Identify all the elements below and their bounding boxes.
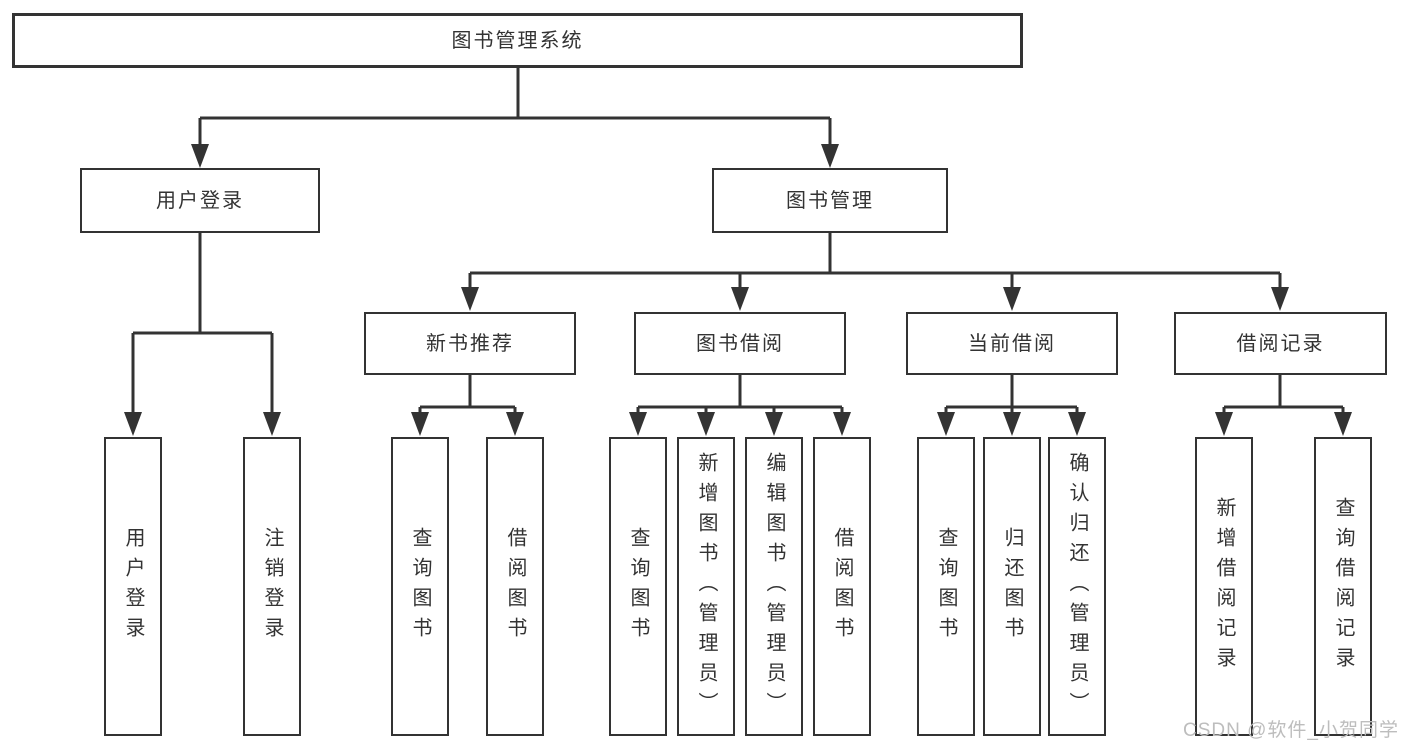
arrowhead xyxy=(461,287,479,311)
node-book-management: 图书管理 xyxy=(712,168,948,233)
connector-current-borrow xyxy=(944,375,1079,416)
arrowhead xyxy=(1334,412,1352,436)
arrowhead xyxy=(506,412,524,436)
leaf-add-borrow-record: 新增借阅记录 xyxy=(1195,437,1253,736)
leaf-borrow-books-recommend: 借阅图书 xyxy=(486,437,544,736)
arrowhead xyxy=(1215,412,1233,436)
arrowhead xyxy=(411,412,429,436)
arrowhead xyxy=(1068,412,1086,436)
arrowhead xyxy=(765,412,783,436)
arrowhead xyxy=(124,412,142,436)
arrowhead xyxy=(697,412,715,436)
arrowhead xyxy=(731,287,749,311)
arrowhead xyxy=(1003,287,1021,311)
node-new-book-recommend: 新书推荐 xyxy=(364,312,576,375)
connector-new-book xyxy=(418,375,517,416)
watermark: CSDN @软件_小贺同学 xyxy=(1183,720,1399,741)
arrowhead xyxy=(629,412,647,436)
connector-user-login xyxy=(131,232,274,415)
node-book-borrow: 图书借阅 xyxy=(634,312,846,375)
node-library-system: 图书管理系统 xyxy=(12,13,1023,68)
leaf-query-books-recommend: 查询图书 xyxy=(391,437,449,736)
node-borrow-records: 借阅记录 xyxy=(1174,312,1387,375)
leaf-query-borrow-record: 查询借阅记录 xyxy=(1314,437,1372,736)
arrowhead xyxy=(1271,287,1289,311)
arrowhead xyxy=(1003,412,1021,436)
leaf-add-book-admin: 新增图书（管理员） xyxy=(677,437,735,736)
connector-root xyxy=(198,67,832,150)
arrowhead xyxy=(263,412,281,436)
leaf-logout: 注销登录 xyxy=(243,437,301,736)
arrowhead xyxy=(191,144,209,168)
connector-borrow-records xyxy=(1222,375,1345,416)
leaf-query-books-borrow: 查询图书 xyxy=(609,437,667,736)
arrowhead xyxy=(833,412,851,436)
connector-book-borrow xyxy=(636,375,844,416)
arrowhead xyxy=(937,412,955,436)
arrowhead xyxy=(821,144,839,168)
node-current-borrow: 当前借阅 xyxy=(906,312,1118,375)
connector-book-management xyxy=(468,232,1282,291)
leaf-return-book: 归还图书 xyxy=(983,437,1041,736)
leaf-borrow-books: 借阅图书 xyxy=(813,437,871,736)
node-user-login: 用户登录 xyxy=(80,168,320,233)
leaf-edit-book-admin: 编辑图书（管理员） xyxy=(745,437,803,736)
leaf-confirm-return-admin: 确认归还（管理员） xyxy=(1048,437,1106,736)
leaf-query-books-current: 查询图书 xyxy=(917,437,975,736)
leaf-user-login: 用户登录 xyxy=(104,437,162,736)
